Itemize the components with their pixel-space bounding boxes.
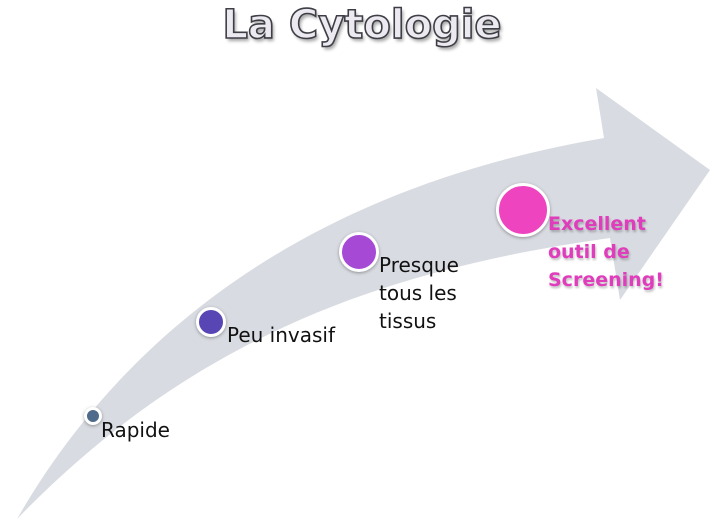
arrow-shape: [17, 88, 710, 519]
step-dot-1: [84, 407, 102, 425]
step-label-3-line-2: tous les: [379, 281, 457, 305]
step-label-1: Rapide: [101, 418, 170, 442]
step-label-3-line-1: Presque: [379, 253, 459, 277]
step-label-4-line-3: Screening!: [548, 269, 664, 291]
step-dot-3: [339, 232, 379, 272]
step-dot-4: [496, 183, 550, 237]
step-label-4: Excellent outil de Screening!: [548, 210, 664, 294]
step-label-3: Presque tous les tissus: [379, 251, 459, 335]
step-dot-2: [196, 307, 226, 337]
step-label-2: Peu invasif: [227, 323, 336, 347]
step-label-4-line-1: Excellent: [548, 213, 646, 235]
step-label-4-line-2: outil de: [548, 241, 630, 263]
diagram-title: La Cytologie: [222, 1, 503, 49]
step-label-3-line-3: tissus: [379, 309, 437, 333]
